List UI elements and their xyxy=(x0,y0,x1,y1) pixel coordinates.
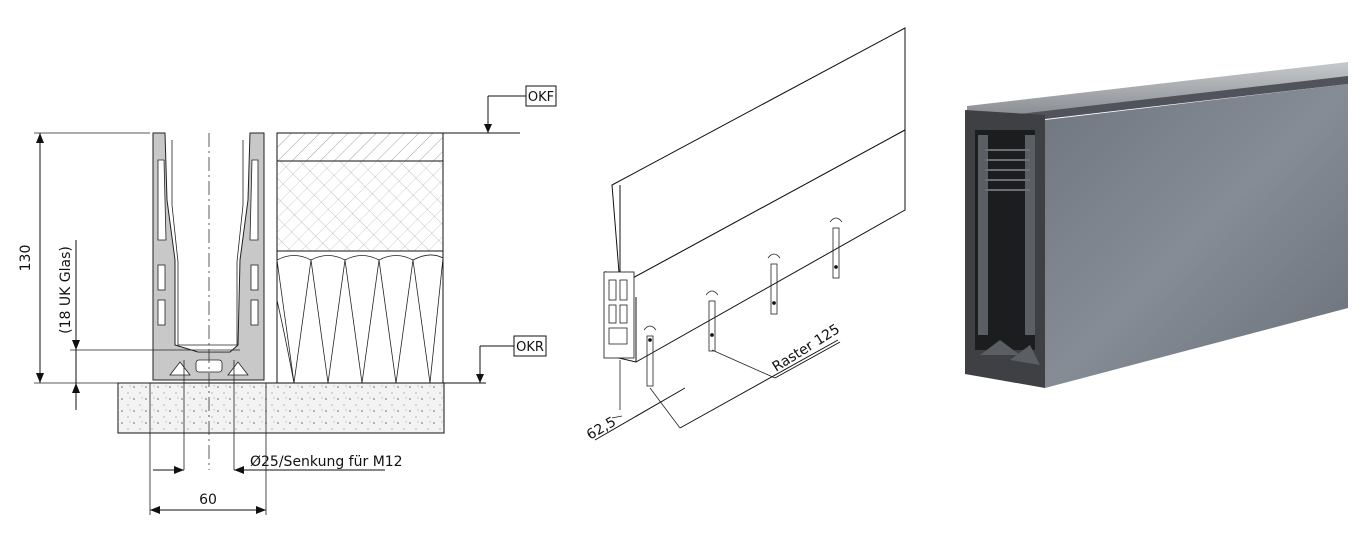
width-dimension: 60 xyxy=(199,492,217,508)
wall-top-layer xyxy=(276,132,444,162)
render-front-face xyxy=(1045,84,1348,388)
anchors xyxy=(643,217,843,387)
height-dimension: 130 xyxy=(18,245,34,272)
isometric-view: Raster 125 62,5 xyxy=(584,27,906,443)
okf-label: OKF xyxy=(528,90,554,105)
glass-dimension: (18 UK Glas) xyxy=(58,246,74,334)
hole-dimension: Ø25/Senkung für M12 xyxy=(250,454,403,470)
raster-dimension: Raster 125 xyxy=(770,321,843,375)
profile-render xyxy=(965,62,1348,388)
okr-label: OKR xyxy=(516,340,544,355)
okf-box xyxy=(525,85,557,107)
offset-dimension: 62,5 xyxy=(584,414,619,443)
insulation-layer xyxy=(276,250,444,384)
okr-box xyxy=(513,335,547,357)
profile-end xyxy=(603,271,635,359)
section-view: OKF OKR 130 (18 UK Glas) Ø25/Senkung für… xyxy=(18,85,557,515)
profile-section xyxy=(152,132,265,381)
